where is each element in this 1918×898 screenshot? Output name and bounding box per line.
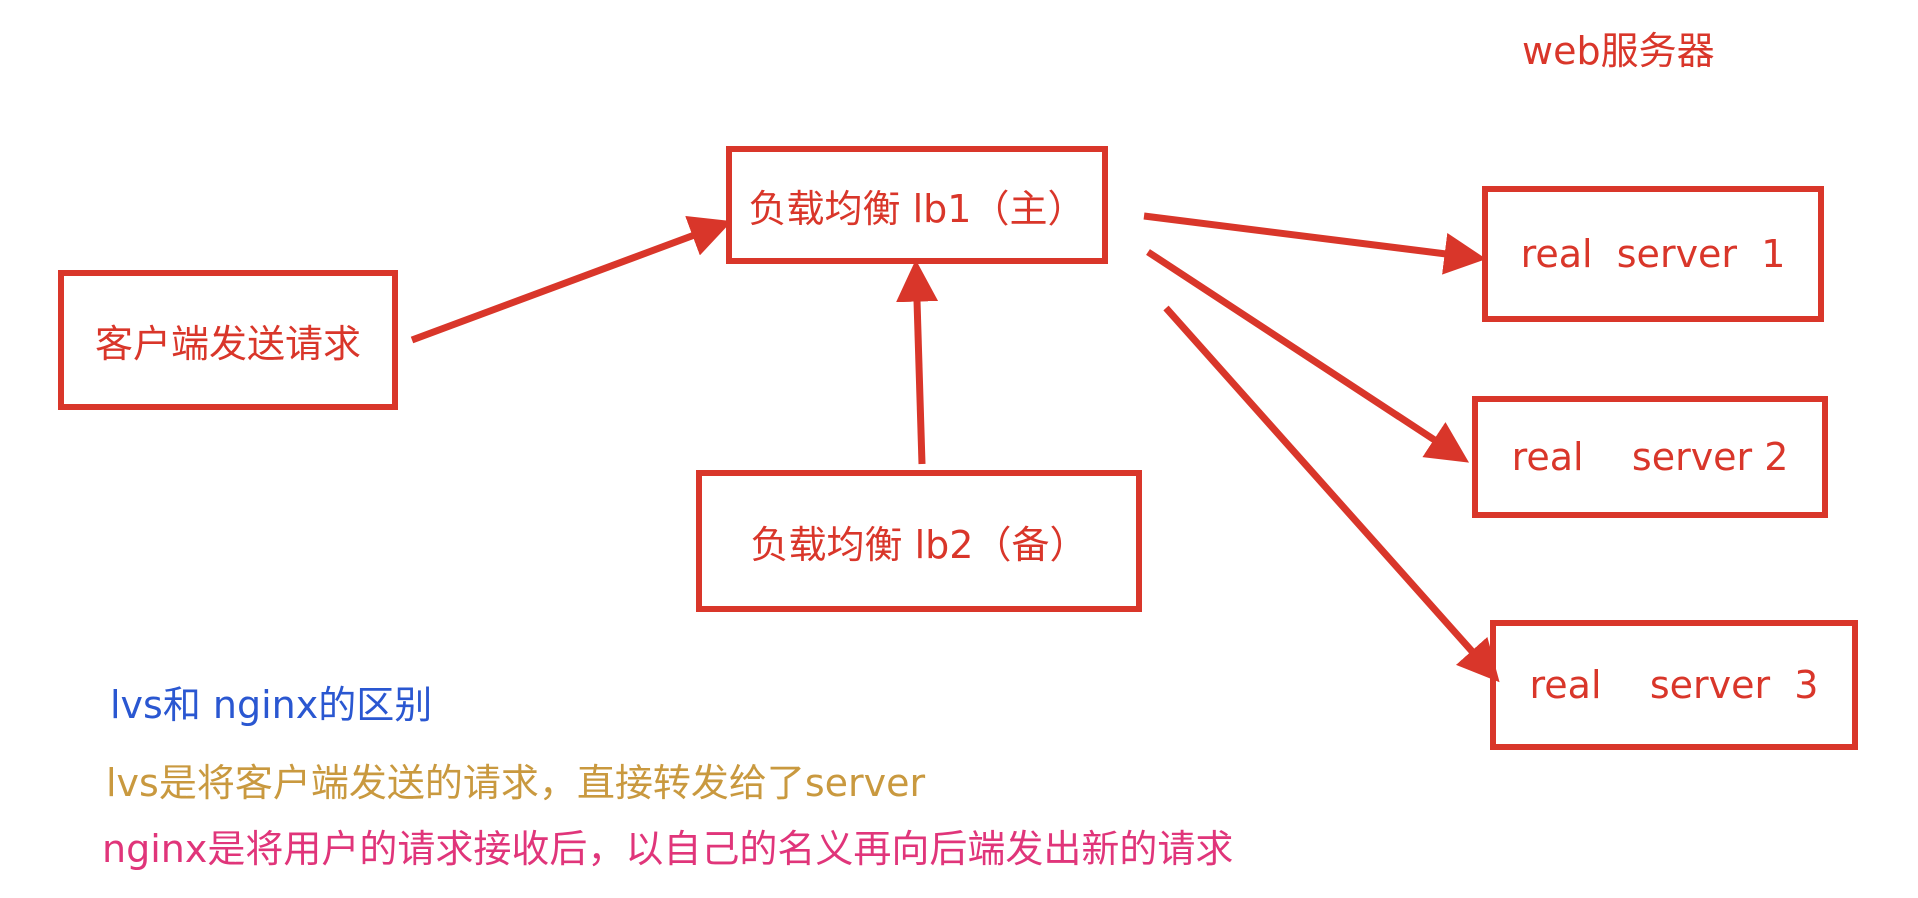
arrow-lb1-to-rs3 xyxy=(1163,305,1500,683)
web-server-group-label: web服务器 xyxy=(1522,29,1715,73)
arrow-client-to-lb1 xyxy=(410,216,732,344)
real-server-1-label: real server 1 xyxy=(1520,232,1786,276)
arrow-lb1-to-rs1 xyxy=(1143,212,1487,275)
arrow-lb1-to-rs2 xyxy=(1146,249,1470,463)
notes-title: lvs和 nginx的区别 xyxy=(110,683,433,727)
arrow-lb2-to-lb1 xyxy=(896,259,939,465)
client-node: 客户端发送请求 xyxy=(58,270,398,410)
lb2-node-label: 负载均衡 lb2（备） xyxy=(750,522,1088,567)
real-server-2-node: real server 2 xyxy=(1472,396,1828,518)
real-server-2-label: real server 2 xyxy=(1511,435,1789,479)
note-lvs: lvs是将客户端发送的请求，直接转发给了server xyxy=(106,761,926,805)
note-nginx: nginx是将用户的请求接收后，以自己的名义再向后端发出新的请求 xyxy=(102,827,1234,871)
lb1-node-label: 负载均衡 lb1（主） xyxy=(748,186,1086,231)
real-server-1-node: real server 1 xyxy=(1482,186,1824,322)
client-node-label: 客户端发送请求 xyxy=(94,321,361,366)
lb2-node: 负载均衡 lb2（备） xyxy=(696,470,1142,612)
real-server-3-label: real server 3 xyxy=(1529,663,1819,707)
real-server-3-node: real server 3 xyxy=(1490,620,1858,750)
lb1-node: 负载均衡 lb1（主） xyxy=(726,146,1108,264)
